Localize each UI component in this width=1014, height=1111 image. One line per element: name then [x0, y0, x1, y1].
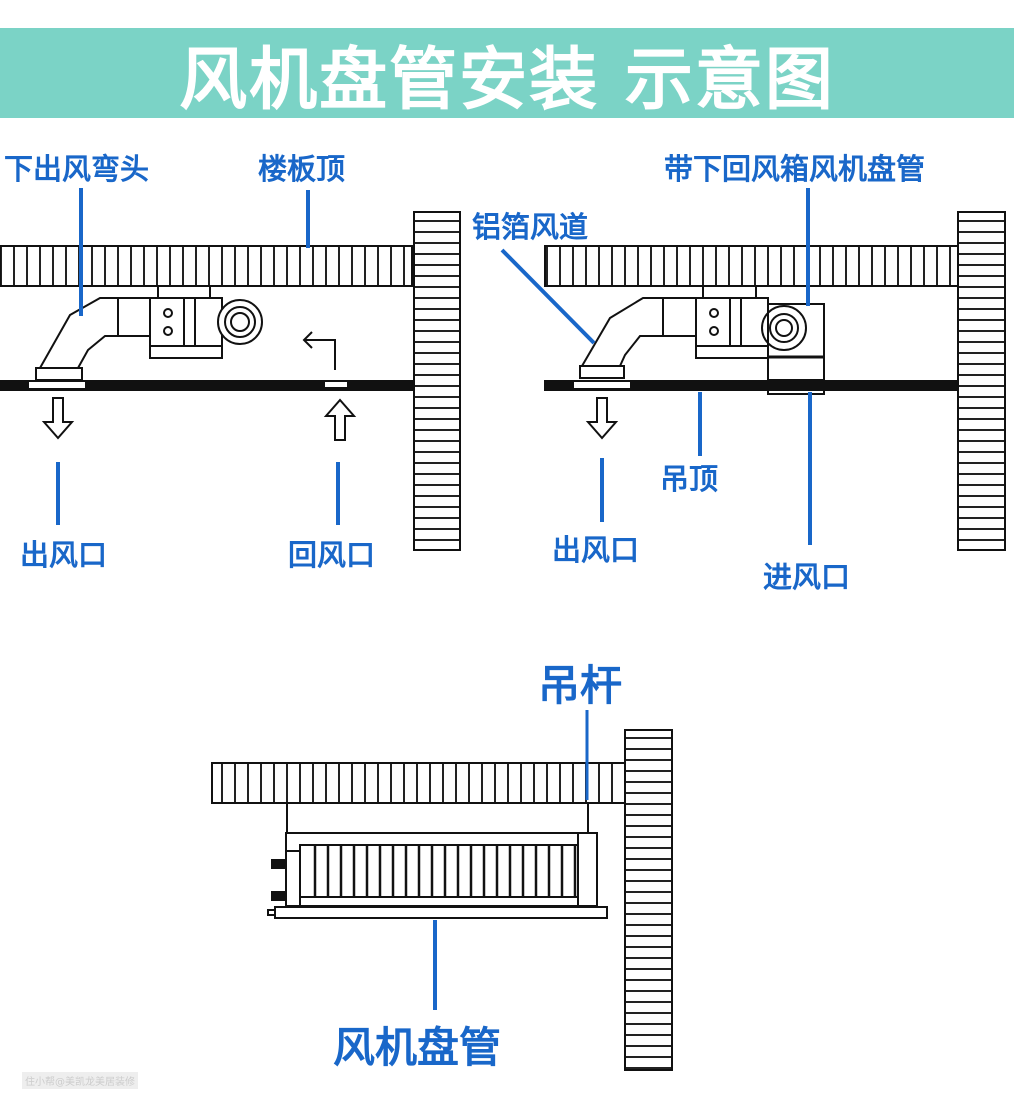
fan-unit [149, 297, 223, 347]
label-unit-with-return-box: 带下回风箱风机盘管 [664, 152, 926, 186]
up-arrow-icon [323, 398, 357, 441]
page-title: 风机盘管安装 示意图 [179, 40, 835, 120]
down-arrow-icon [41, 397, 75, 440]
floor-slab [211, 762, 626, 804]
label-slab-top: 楼板顶 [258, 152, 346, 186]
label-ceiling: 吊顶 [660, 462, 719, 496]
label-foil-duct: 铝箔风道 [472, 210, 589, 244]
watermark: 住小帮@美凯龙美居装修 [22, 1072, 138, 1089]
wall [413, 211, 461, 551]
fan-unit [695, 297, 769, 347]
label-fan-coil: 风机盘管 [333, 1023, 502, 1072]
wall [624, 729, 673, 1071]
outlet-elbow [38, 297, 151, 369]
label-inlet: 进风口 [763, 560, 851, 594]
label-outlet-elbow: 下出风弯头 [4, 152, 150, 186]
label-return-vent: 回风口 [288, 538, 376, 572]
ceiling-line [544, 380, 959, 391]
label-outlet: 出风口 [552, 533, 640, 567]
coil [299, 844, 579, 898]
airflow-arrow-icon [302, 331, 336, 370]
return-grille [323, 380, 349, 389]
panel1-structure [0, 211, 461, 551]
label-hanger-rod: 吊杆 [538, 661, 623, 710]
panel3-structure [211, 729, 673, 1071]
bottom-panel [274, 906, 608, 919]
foil-duct [580, 297, 697, 367]
floor-slab [544, 245, 959, 287]
label-outlet: 出风口 [20, 538, 108, 572]
title-banner: 风机盘管安装 示意图 [0, 28, 1014, 120]
floor-slab [0, 245, 413, 287]
leader-lines [56, 188, 812, 1010]
down-arrow-icon [585, 397, 619, 440]
ceiling-line [0, 380, 413, 391]
wall [957, 211, 1006, 551]
panel2-structure [544, 211, 1006, 551]
